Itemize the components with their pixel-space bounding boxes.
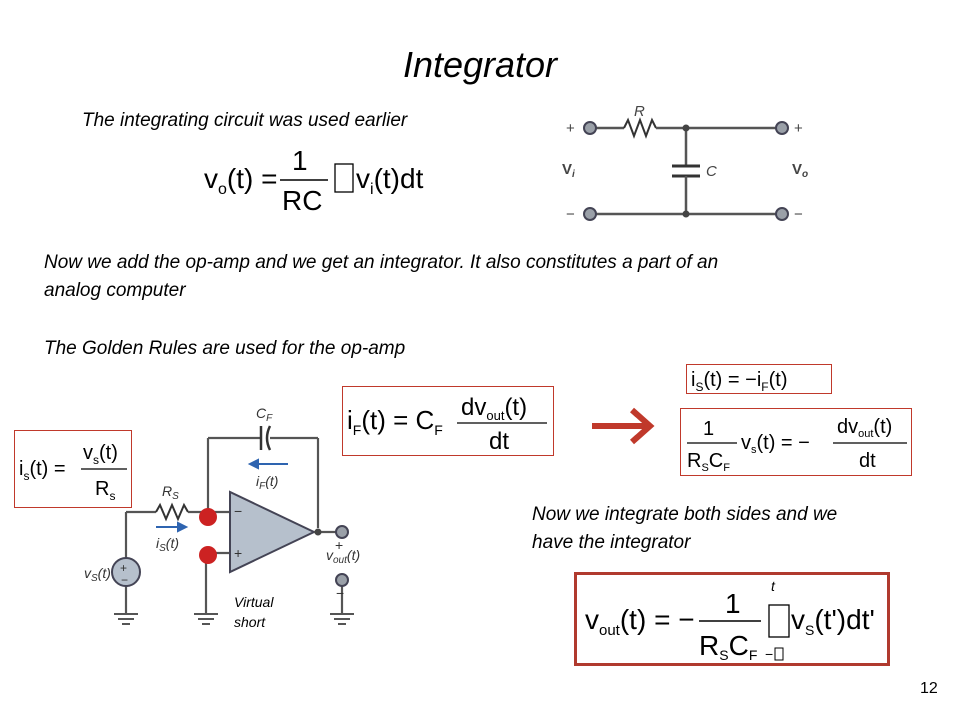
integral-placeholder-icon [334, 163, 354, 193]
virtual-short-dot-icon [199, 546, 217, 564]
infinity-placeholder-icon [774, 647, 784, 661]
svg-text:−: − [234, 503, 242, 519]
svg-text:1: 1 [725, 588, 741, 619]
svg-text:−: − [121, 573, 128, 587]
virtual-short-dot-icon [199, 508, 217, 526]
terminal-icon [775, 207, 789, 221]
svg-text:iF(t): iF(t) [256, 473, 278, 492]
svg-text:−: − [794, 206, 803, 223]
input-current-equation: is(t) = vs(t) Rs [19, 442, 127, 503]
feedback-current-equation: iF(t) = CF dvout(t) dt [347, 394, 547, 455]
svg-text:RSCF: RSCF [687, 450, 730, 474]
integrator-result-equation: vout(t) = − 1 RSCF t − vS(t')dt' [585, 578, 875, 663]
svg-text:+: + [794, 120, 803, 137]
svg-text:Vo: Vo [792, 161, 808, 180]
svg-text:vi(t)dt: vi(t)dt [356, 163, 424, 198]
svg-text:−: − [336, 585, 344, 601]
svg-text:−: − [765, 646, 773, 662]
svg-text:RS: RS [162, 483, 179, 502]
svg-text:RSCF: RSCF [699, 630, 757, 663]
opamp-text-line2: analog computer [44, 280, 186, 301]
svg-text:vs(t): vs(t) [83, 442, 118, 467]
ground-icon [114, 613, 354, 625]
right-arrow-icon [592, 407, 655, 445]
svg-text:C: C [706, 163, 717, 180]
svg-text:dvout(t): dvout(t) [461, 394, 527, 423]
intro-text: The integrating circuit was used earlier [82, 110, 408, 131]
terminal-icon [583, 207, 597, 221]
rc-integral-equation: vo(t) = 1 RC vi(t)dt [204, 145, 424, 216]
current-arrow-icon [156, 458, 288, 533]
svg-text:+: + [566, 120, 575, 137]
kcl-equation-box: iS(t) = −iF(t) [686, 364, 832, 394]
combined-equation-box: 1 RSCF vs(t) = − dvout(t) dt [680, 408, 912, 476]
svg-text:vout(t): vout(t) [326, 547, 360, 566]
svg-text:−: − [566, 206, 575, 223]
svg-text:RC: RC [282, 185, 322, 216]
svg-text:is(t) =: is(t) = [19, 458, 66, 483]
feedback-current-equation-box: iF(t) = CF dvout(t) dt [342, 386, 554, 456]
terminal-icon [335, 525, 349, 539]
integrate-text-line1: Now we integrate both sides and we [532, 504, 838, 525]
slide-title: Integrator [402, 44, 558, 85]
svg-text:dvout(t): dvout(t) [837, 416, 892, 440]
svg-text:Vi: Vi [562, 161, 575, 180]
svg-text:+: + [335, 537, 343, 553]
svg-text:vo(t) =: vo(t) = [204, 163, 277, 198]
svg-text:dt: dt [859, 450, 876, 472]
kcl-equation: iS(t) = −iF(t) [691, 369, 788, 394]
input-current-equation-box: is(t) = vs(t) Rs [14, 430, 132, 508]
combined-equation: 1 RSCF vs(t) = − dvout(t) dt [687, 416, 907, 474]
svg-text:1: 1 [703, 418, 714, 440]
integrator-result-box: vout(t) = − 1 RSCF t − vS(t')dt' [574, 572, 890, 666]
terminal-icon [583, 121, 597, 135]
page-number: 12 [920, 680, 938, 697]
svg-text:vS(t): vS(t) [84, 565, 111, 584]
svg-text:Rs: Rs [95, 478, 115, 503]
opamp-text-line1: Now we add the op-amp and we get an inte… [44, 252, 719, 273]
svg-text:vs(t) = −: vs(t) = − [741, 432, 810, 456]
terminal-icon [775, 121, 789, 135]
svg-text:iF(t) = CF: iF(t) = CF [347, 405, 443, 438]
voltage-source-icon [111, 557, 141, 587]
integrate-text-line2: have the integrator [532, 532, 691, 553]
svg-text:iS(t): iS(t) [156, 535, 179, 554]
svg-text:+: + [120, 561, 127, 575]
terminal-icon [335, 573, 349, 587]
svg-text:+: + [234, 545, 242, 561]
svg-text:iS(t) = −iF(t): iS(t) = −iF(t) [691, 369, 788, 393]
svg-text:vout(t) = −: vout(t) = − [585, 604, 695, 639]
opamp-integrator-circuit: CF iF(t) RS iS(t) vS(t) vout(t) − + + − … [84, 405, 360, 625]
golden-rules-text: The Golden Rules are used for the op-amp [44, 338, 406, 359]
svg-text:vS(t')dt': vS(t')dt' [791, 604, 875, 638]
svg-text:R: R [634, 103, 645, 120]
svg-text:t: t [771, 578, 776, 594]
integral-placeholder-icon [768, 604, 790, 638]
virtual-short-label: Virtual short [234, 594, 274, 630]
svg-text:CF: CF [256, 405, 273, 424]
svg-text:dt: dt [489, 428, 509, 455]
svg-text:1: 1 [292, 145, 308, 176]
rc-circuit-diagram: R C Vi Vo + − + − [562, 103, 808, 223]
